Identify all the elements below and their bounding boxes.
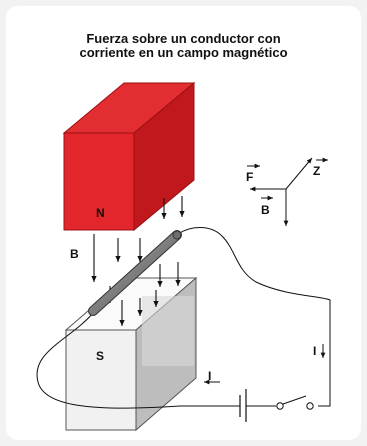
axis-force-label: F [246, 170, 253, 184]
battery-symbol [239, 389, 276, 422]
switch-symbol [276, 395, 314, 410]
left-wire [36, 311, 240, 409]
south-label: S [96, 349, 104, 363]
current-label-right: I [313, 344, 316, 358]
north-magnet [62, 81, 196, 232]
title-line-2: corriente en un campo magnético [79, 45, 288, 60]
axis-z-label: Z [313, 164, 320, 178]
field-label: B [70, 247, 79, 261]
title-line-1: Fuerza sobre un conductor con [86, 31, 281, 46]
axis-field-label: B [261, 203, 270, 217]
conductor-rod [88, 230, 182, 316]
north-magnet-front [63, 132, 135, 231]
right-wire [177, 227, 331, 407]
south-magnet-shadow [142, 296, 194, 366]
north-label: N [96, 206, 105, 220]
south-magnet [64, 276, 198, 432]
diagram-title: Fuerza sobre un conductor con corriente … [0, 32, 367, 60]
south-magnet-front [65, 329, 137, 431]
z-axis-arrow [285, 157, 313, 190]
current-label-bottom: I [208, 369, 211, 383]
axes-indicator [247, 157, 328, 226]
